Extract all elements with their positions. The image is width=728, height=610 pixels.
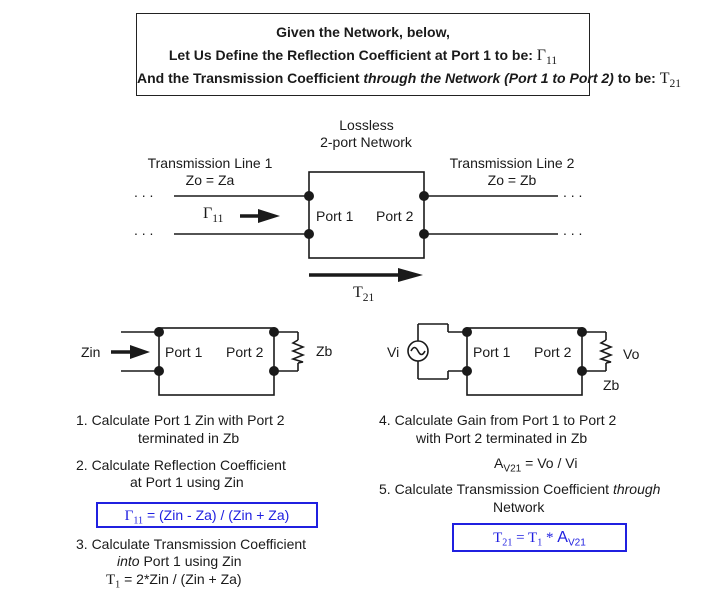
step-3-line-2: into Port 1 using Zin [117, 553, 242, 569]
tl2-bottom-continuation: . . . [563, 222, 583, 238]
gamma11-label: Γ11 [203, 205, 224, 226]
left-zb-resistor [290, 339, 306, 364]
step-5-line-1: 5. Calculate Transmission Coefficient th… [379, 481, 661, 497]
step-1-line-2: terminated in Zb [138, 430, 240, 446]
network-title-1: Lossless [339, 117, 394, 133]
gain-formula: AV21 = Vo / Vi [494, 455, 578, 475]
step-3-line-1: 3. Calculate Transmission Coefficient [76, 536, 307, 552]
header-line-1: Given the Network, below, [276, 24, 450, 40]
transmission-formula-box: T21 = T1 * AV21 [452, 523, 627, 552]
left-network-box [158, 327, 275, 396]
top-port2-label: Port 2 [376, 208, 414, 224]
right-port1-label: Port 1 [473, 344, 511, 360]
zin-arrow-icon [111, 345, 150, 359]
step-2-line-1: 2. Calculate Reflection Coefficient [76, 457, 286, 473]
header-box: Given the Network, below, Let Us Define … [136, 13, 682, 96]
t21-label: T21 [353, 284, 375, 305]
right-network-box [466, 327, 583, 396]
tl1-impedance: Zo = Za [185, 172, 235, 188]
step-1-line-1: 1. Calculate Port 1 Zin with Port 2 [76, 412, 285, 428]
right-port2-label: Port 2 [534, 344, 572, 360]
vi-label: Vi [387, 344, 400, 360]
step-2-line-2: at Port 1 using Zin [130, 474, 244, 490]
left-port2-label: Port 2 [226, 344, 264, 360]
voltage-source-icon [407, 340, 429, 362]
top-port1-label: Port 1 [316, 208, 354, 224]
t21-arrow-icon [309, 268, 423, 282]
gamma-symbol: Γ11 [536, 47, 558, 68]
header-line-3: And the Transmission Coefficient through… [137, 70, 682, 91]
tl1-bottom-continuation: . . . [134, 222, 154, 238]
step-4-line-2: with Port 2 terminated in Zb [416, 430, 588, 446]
right-zb-label: Zb [603, 377, 620, 393]
right-zb-resistor [598, 339, 614, 364]
tl2-impedance: Zo = Zb [487, 172, 537, 188]
port-terminals [154, 191, 587, 376]
network-title-2: 2-port Network [320, 134, 412, 150]
vo-label: Vo [623, 346, 640, 362]
tl1-name: Transmission Line 1 [147, 155, 273, 171]
t1-formula: T1 = 2*Zin / (Zin + Za) [106, 571, 242, 591]
left-zb-label: Zb [316, 343, 333, 359]
zin-label: Zin [81, 344, 101, 360]
tl2-top-continuation: . . . [563, 184, 583, 200]
tl1-top-continuation: . . . [134, 184, 154, 200]
tl2-name: Transmission Line 2 [449, 155, 575, 171]
top-network-box [308, 171, 425, 259]
header-line-2: Let Us Define the Reflection Coefficient… [168, 47, 558, 68]
step-5-line-2: Network [493, 499, 545, 515]
left-port1-label: Port 1 [165, 344, 203, 360]
t-symbol: T21 [659, 70, 682, 91]
reflection-formula-box: Γ11 = (Zin - Za) / (Zin + Za) [96, 502, 318, 528]
gamma-arrow-icon [240, 209, 280, 223]
step-4-line-1: 4. Calculate Gain from Port 1 to Port 2 [379, 412, 617, 428]
